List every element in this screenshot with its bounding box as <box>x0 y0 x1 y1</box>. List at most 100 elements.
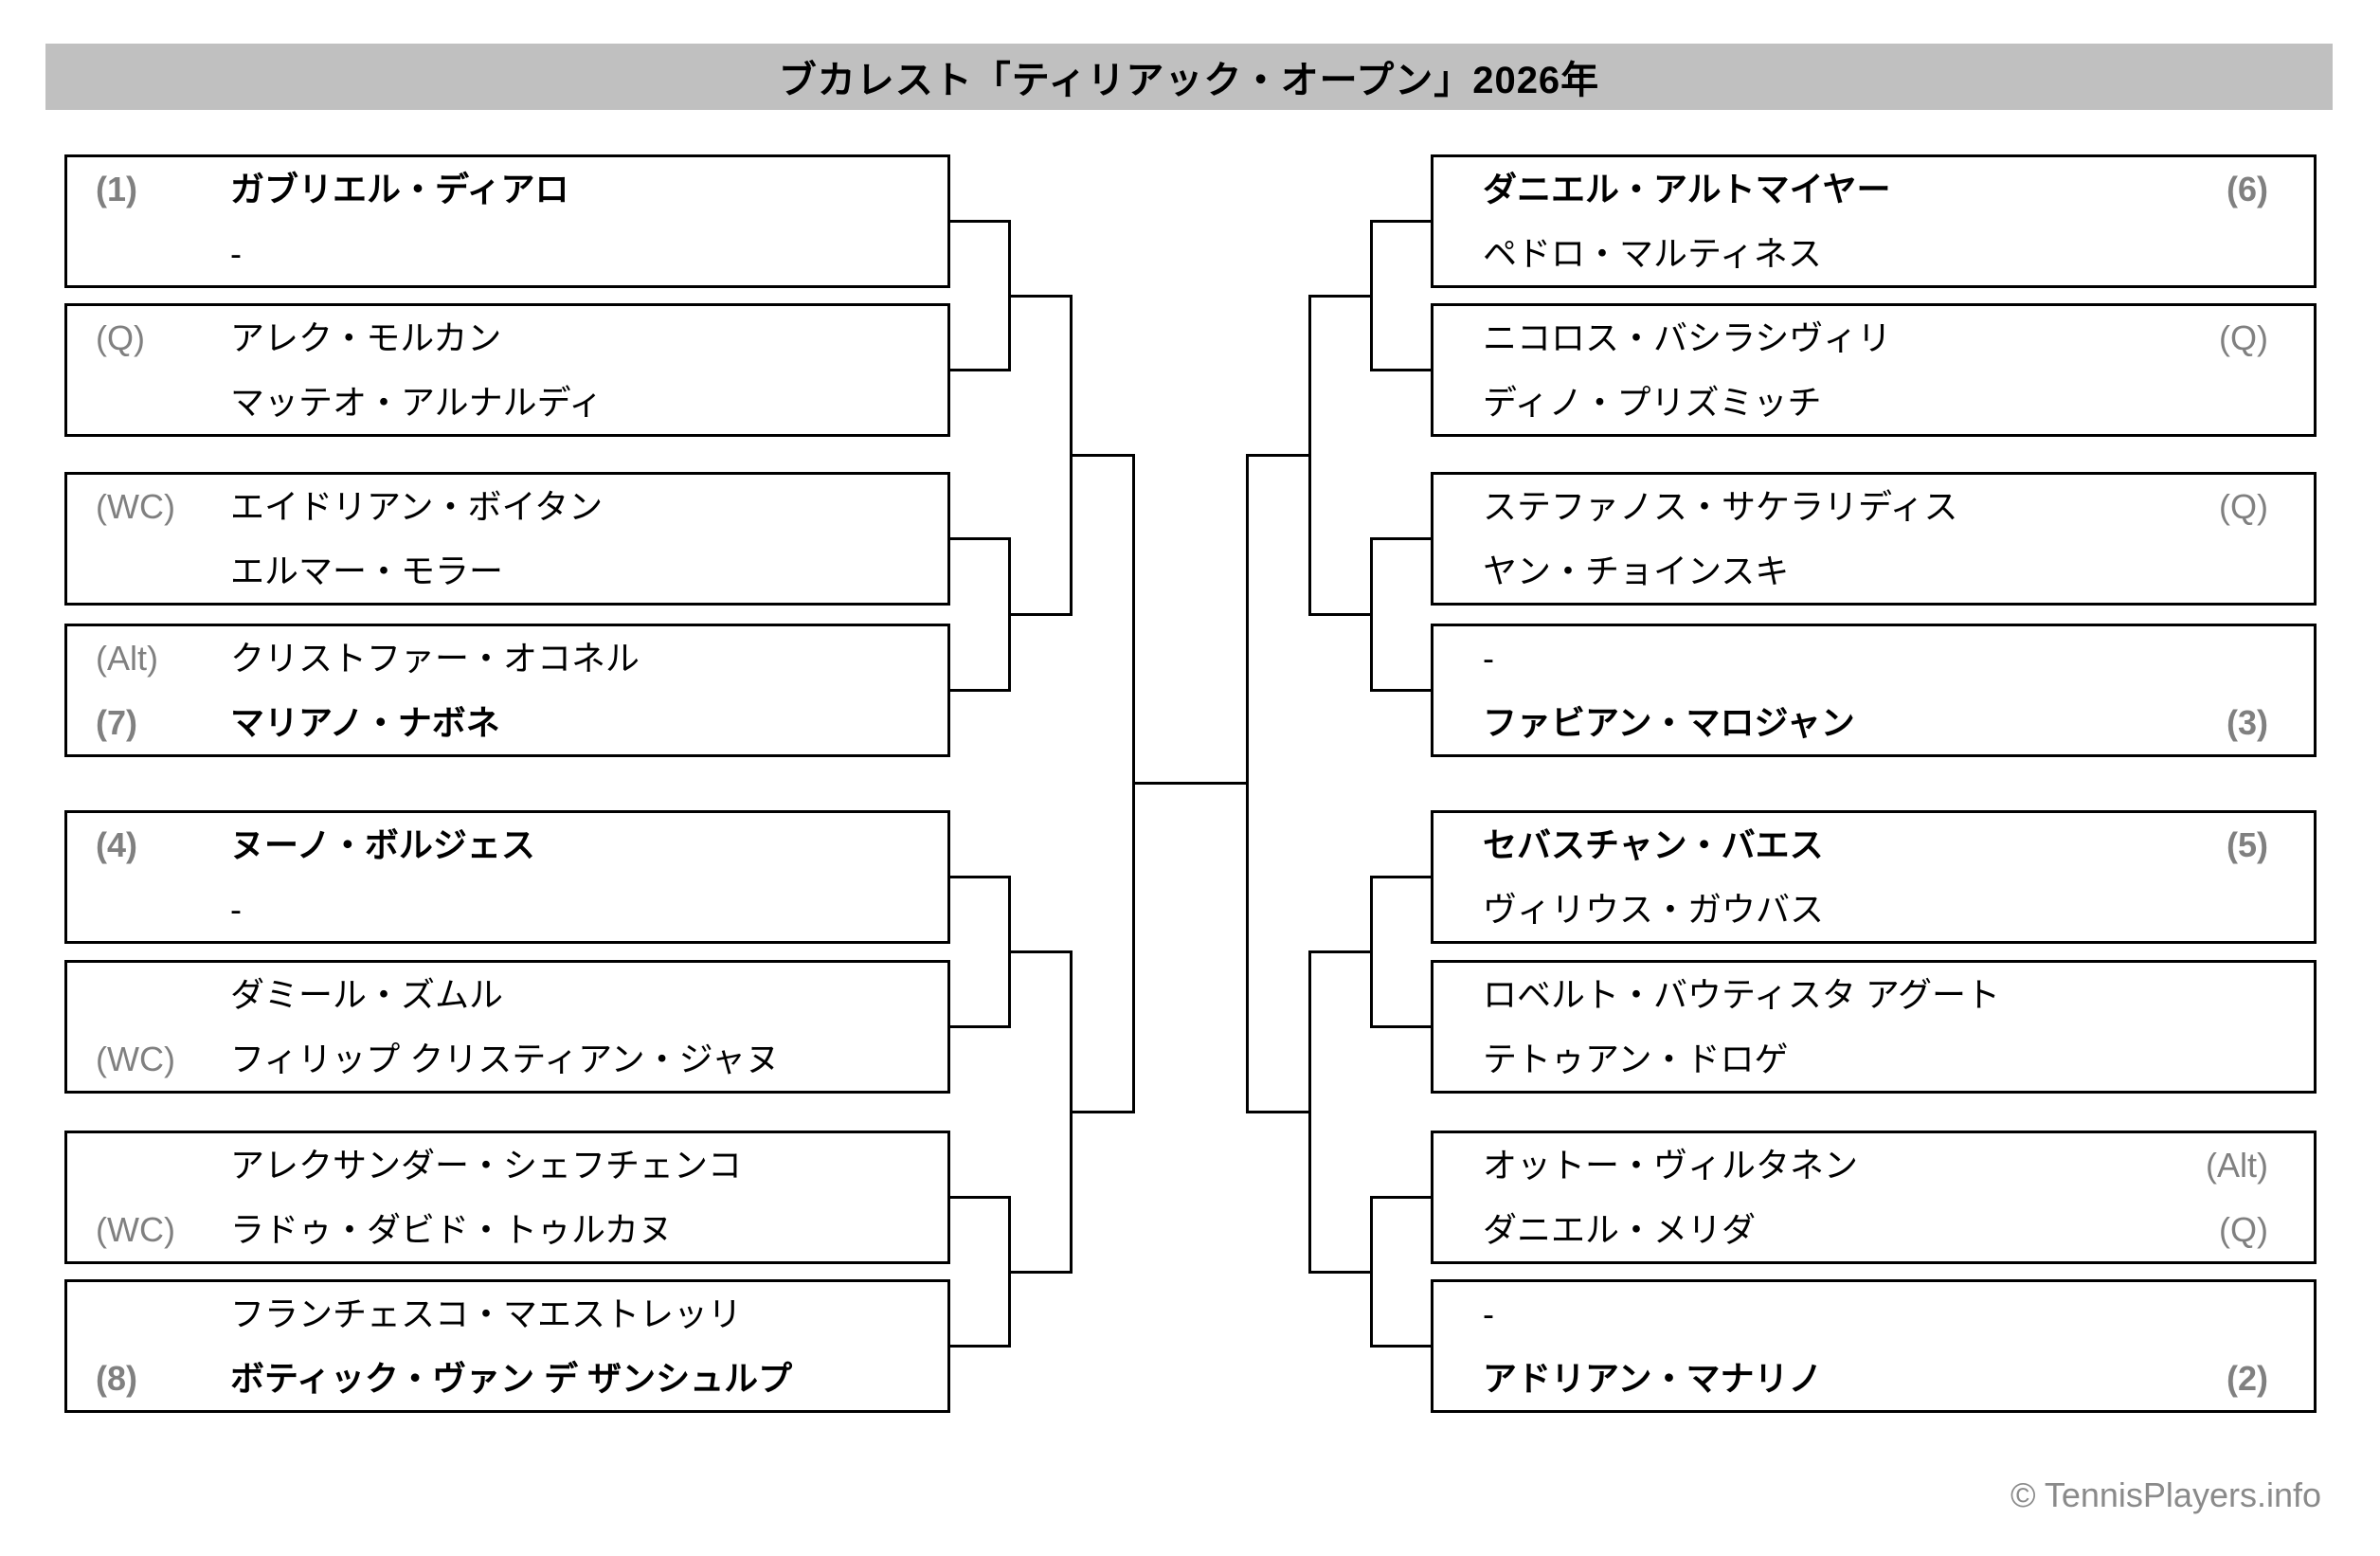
match-box: (Q)ニコロス・バシラシヴィリディノ・プリズミッチ <box>1431 303 2317 437</box>
connector-line <box>1307 613 1373 616</box>
connector-line <box>1307 294 1373 298</box>
connector-line <box>1369 220 1433 223</box>
player-row: (Q)ニコロス・バシラシヴィリ <box>1433 308 2314 369</box>
connector-line <box>1007 1270 1073 1274</box>
player-row: (Q)ダニエル・メリダ <box>1433 1200 2314 1260</box>
player-row: マッテオ・アルナルディ <box>67 372 947 433</box>
player-name: フィリップ クリスティアン・ジャヌ <box>230 1040 780 1078</box>
match-box: (1)ガブリエル・ディアロ - <box>64 154 950 288</box>
player-name: - <box>1483 1294 1494 1333</box>
player-row: (4)ヌーノ・ボルジェス <box>67 815 947 876</box>
player-name: ロベルト・バウティスタ アグート <box>1483 975 2001 1014</box>
player-name: - <box>230 890 242 929</box>
connector-line <box>1069 453 1135 457</box>
player-name: ラドゥ・ダビド・トゥルカヌ <box>230 1210 673 1249</box>
match-box: (WC)エイドリアン・ボイタンエルマー・モラー <box>64 472 950 606</box>
player-row: ヤン・チョインスキ <box>1433 541 2314 602</box>
connector-line <box>948 1025 1011 1028</box>
player-row: アレクサンダー・シェフチェンコ <box>67 1135 947 1196</box>
player-row: (8)ボティック・ヴァン デ ザンシュルプ <box>67 1348 947 1409</box>
player-name: ディノ・プリズミッチ <box>1483 383 1822 422</box>
match-box: フランチェスコ・マエストレッリ (8)ボティック・ヴァン デ ザンシュルプ <box>64 1279 950 1413</box>
connector-line <box>948 1345 1011 1348</box>
player-name: ニコロス・バシラシヴィリ <box>1483 318 1892 357</box>
player-row: (WC) フィリップ クリスティアン・ジャヌ <box>67 1029 947 1090</box>
match-box: (Q)ステファノス・サケラリディスヤン・チョインスキ <box>1431 472 2317 606</box>
player-name: ファビアン・マロジャン <box>1483 703 1855 742</box>
connector-line <box>1007 613 1073 616</box>
player-name: テトゥアン・ドロゲ <box>1483 1040 1789 1078</box>
match-box: アレクサンダー・シェフチェンコ (WC) ラドゥ・ダビド・トゥルカヌ <box>64 1131 950 1264</box>
connector-line <box>1245 453 1311 457</box>
player-name: ダミール・ズムル <box>230 975 504 1014</box>
seed-label: (WC) <box>96 1040 175 1078</box>
player-row: (5) セバスチャン・バエス <box>1433 815 2314 876</box>
connector-line <box>1369 689 1433 692</box>
player-name: クリストファー・オコネル <box>230 639 640 678</box>
seed-label: (Alt) <box>2206 1146 2268 1185</box>
match-box: - (2) アドリアン・マナリノ <box>1431 1279 2317 1413</box>
seed-label: (2) <box>2227 1359 2268 1398</box>
player-row: ペドロ・マルティネス <box>1433 224 2314 284</box>
seed-label: (5) <box>2227 825 2268 864</box>
match-box: (Q)アレク・モルカンマッテオ・アルナルディ <box>64 303 950 437</box>
seed-label: (Alt) <box>96 639 158 678</box>
connector-line <box>1307 950 1373 953</box>
connector-line <box>1131 782 1249 786</box>
player-row: (Q)ステファノス・サケラリディス <box>1433 477 2314 537</box>
match-box: (4)ヌーノ・ボルジェス - <box>64 810 950 944</box>
player-name: アドリアン・マナリノ <box>1483 1359 1823 1398</box>
seed-label: (WC) <box>96 487 175 526</box>
player-name: ヴィリウス・ガウバス <box>1483 890 1825 929</box>
title-bar: ブカレスト「ティリアック・オープン」2026年 <box>45 44 2333 110</box>
connector-line <box>1369 537 1433 540</box>
player-name: ヌーノ・ボルジェス <box>230 825 535 864</box>
connector-line <box>1369 1345 1433 1348</box>
player-row: (WC) ラドゥ・ダビド・トゥルカヌ <box>67 1200 947 1260</box>
player-row: - <box>1433 628 2314 689</box>
player-name: - <box>230 234 242 273</box>
connector-line <box>1369 1196 1433 1199</box>
connector-line <box>1369 369 1433 371</box>
match-box: (Alt) クリストファー・オコネル (7) マリアノ・ナボネ <box>64 624 950 757</box>
connector-line <box>948 876 1011 878</box>
player-name: ダニエル・アルトマイヤー <box>1483 170 1891 208</box>
match-box: ロベルト・バウティスタ アグートテトゥアン・ドロゲ <box>1431 960 2317 1094</box>
seed-label: (3) <box>2227 703 2268 742</box>
player-name: マッテオ・アルナルディ <box>230 383 604 422</box>
player-row: (WC)エイドリアン・ボイタン <box>67 477 947 537</box>
player-row: (Alt) オットー・ヴィルタネン <box>1433 1135 2314 1196</box>
seed-label: (8) <box>96 1359 137 1398</box>
seed-label: (WC) <box>96 1210 175 1249</box>
player-name: マリアノ・ナボネ <box>230 703 500 742</box>
player-row: (2) アドリアン・マナリノ <box>1433 1348 2314 1409</box>
connector-line <box>948 537 1011 540</box>
player-row: - <box>67 224 947 284</box>
player-row: テトゥアン・ドロゲ <box>1433 1029 2314 1090</box>
player-row: - <box>1433 1284 2314 1345</box>
seed-label: (6) <box>2227 170 2268 208</box>
connector-line <box>1007 294 1073 298</box>
player-name: オットー・ヴィルタネン <box>1483 1146 1859 1185</box>
player-row: エルマー・モラー <box>67 541 947 602</box>
player-name: セバスチャン・バエス <box>1483 825 1824 864</box>
player-row: (1)ガブリエル・ディアロ <box>67 159 947 220</box>
player-name: ヤン・チョインスキ <box>1483 552 1790 590</box>
player-row: ダミール・ズムル <box>67 965 947 1025</box>
player-name: - <box>1483 639 1494 678</box>
connector-line <box>1369 1025 1433 1028</box>
match-box: - (3) ファビアン・マロジャン <box>1431 624 2317 757</box>
match-box: ダミール・ズムル (WC) フィリップ クリスティアン・ジャヌ <box>64 960 950 1094</box>
player-row: (Q)アレク・モルカン <box>67 308 947 369</box>
seed-label: (7) <box>96 703 137 742</box>
player-row: ディノ・プリズミッチ <box>1433 372 2314 433</box>
player-row: ヴィリウス・ガウバス <box>1433 879 2314 940</box>
player-name: ペドロ・マルティネス <box>1483 234 1822 273</box>
connector-line <box>1369 876 1433 878</box>
seed-label: (Q) <box>96 318 145 357</box>
connector-line <box>1069 1110 1135 1113</box>
player-name: フランチェスコ・マエストレッリ <box>230 1294 743 1333</box>
seed-label: (Q) <box>2219 487 2268 526</box>
player-row: (7) マリアノ・ナボネ <box>67 693 947 753</box>
